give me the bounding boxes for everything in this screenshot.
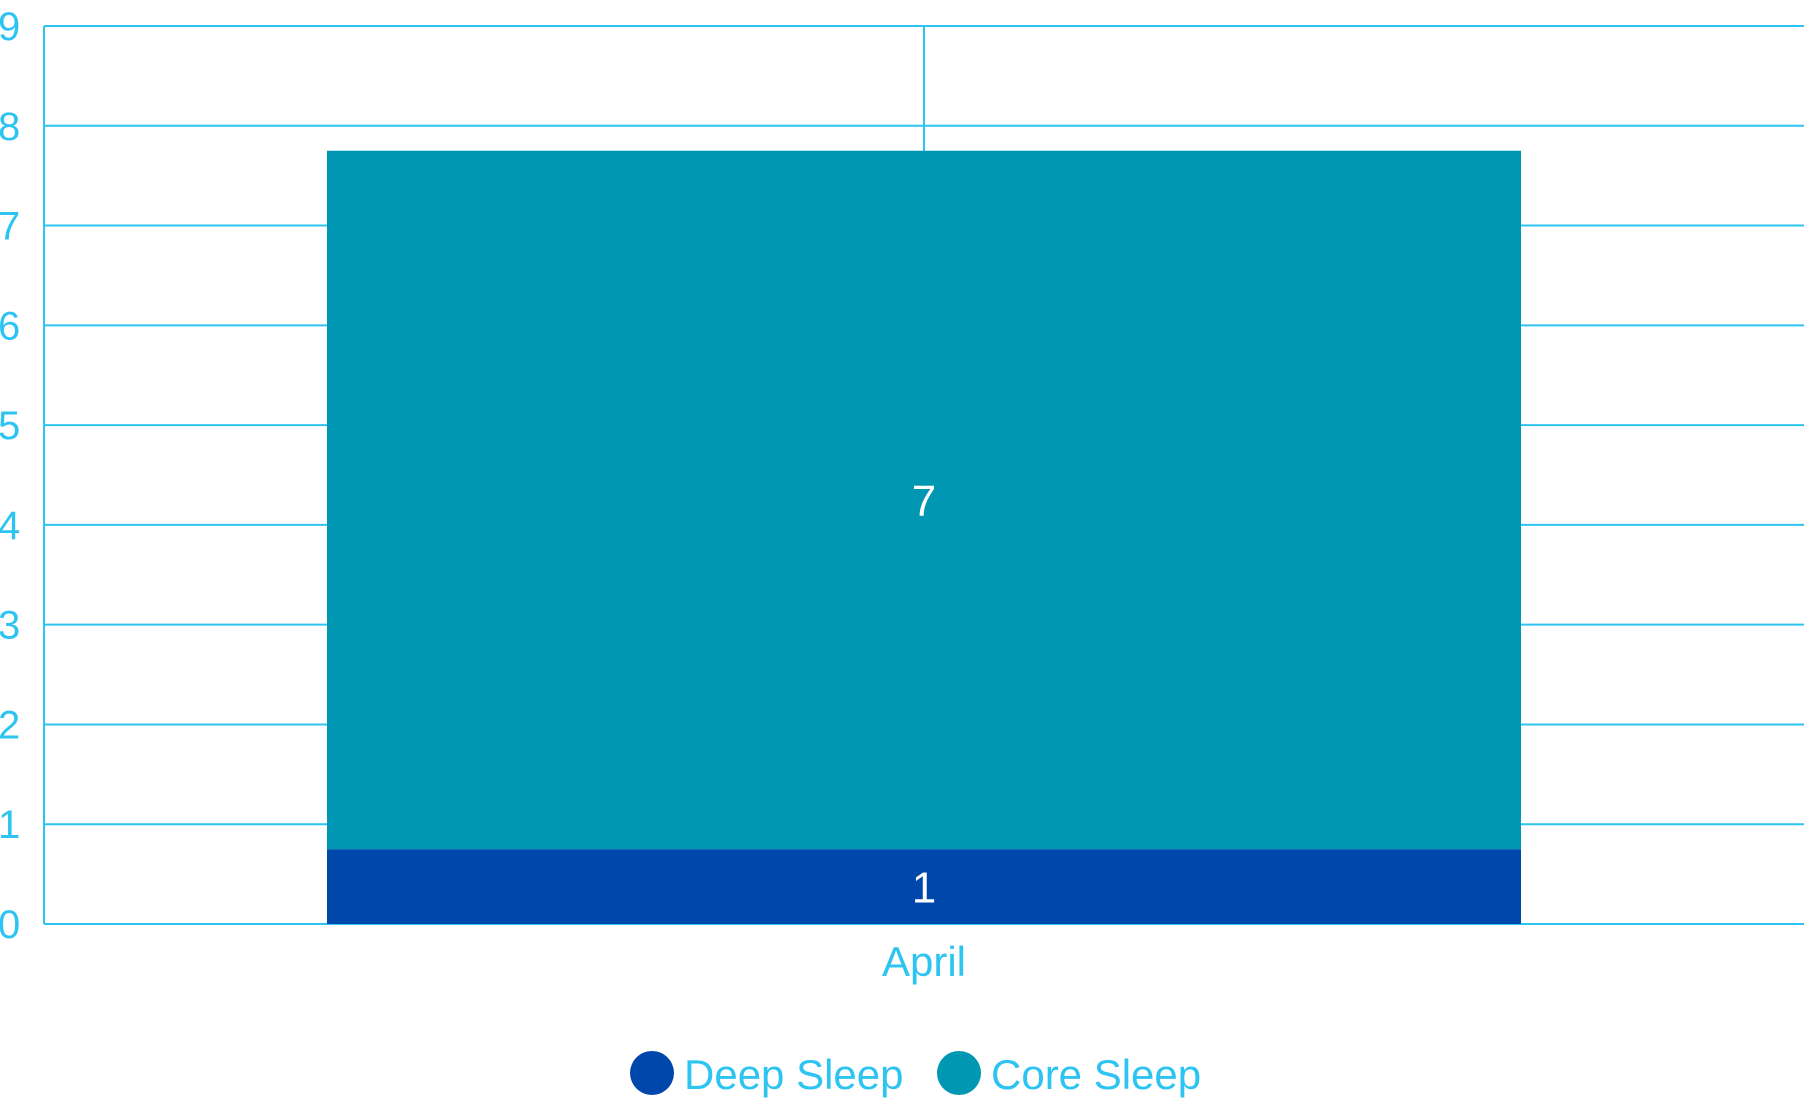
x-axis: April	[882, 938, 966, 985]
legend: Deep Sleep Core Sleep	[630, 1051, 1201, 1098]
x-tick-label: April	[882, 938, 966, 985]
legend-swatch	[937, 1051, 981, 1095]
y-tick-label: 7	[0, 205, 20, 249]
bars	[327, 150, 1521, 924]
y-tick-label: 6	[0, 304, 20, 348]
legend-label: Deep Sleep	[684, 1051, 904, 1098]
legend-label: Core Sleep	[991, 1051, 1201, 1098]
y-tick-label: 9	[0, 5, 20, 49]
bar-segment-deep-sleep	[327, 849, 1521, 924]
bar-value-label: 1	[912, 864, 936, 913]
y-axis: 0 1 2 3 4 5 6 7 8 9	[0, 5, 20, 947]
y-tick-label: 2	[0, 703, 20, 747]
bar-segment-core-sleep	[327, 150, 1521, 850]
legend-item-deep-sleep[interactable]: Deep Sleep	[630, 1051, 904, 1098]
legend-swatch	[630, 1051, 674, 1095]
bar-value-label: 7	[912, 477, 936, 526]
y-tick-label: 4	[0, 504, 20, 548]
y-tick-label: 8	[0, 105, 20, 149]
legend-item-core-sleep[interactable]: Core Sleep	[937, 1051, 1201, 1098]
y-tick-label: 3	[0, 604, 20, 648]
y-tick-label: 0	[0, 903, 20, 947]
data-labels: 17	[912, 477, 936, 913]
y-tick-label: 1	[0, 803, 20, 847]
y-tick-label: 5	[0, 404, 20, 448]
